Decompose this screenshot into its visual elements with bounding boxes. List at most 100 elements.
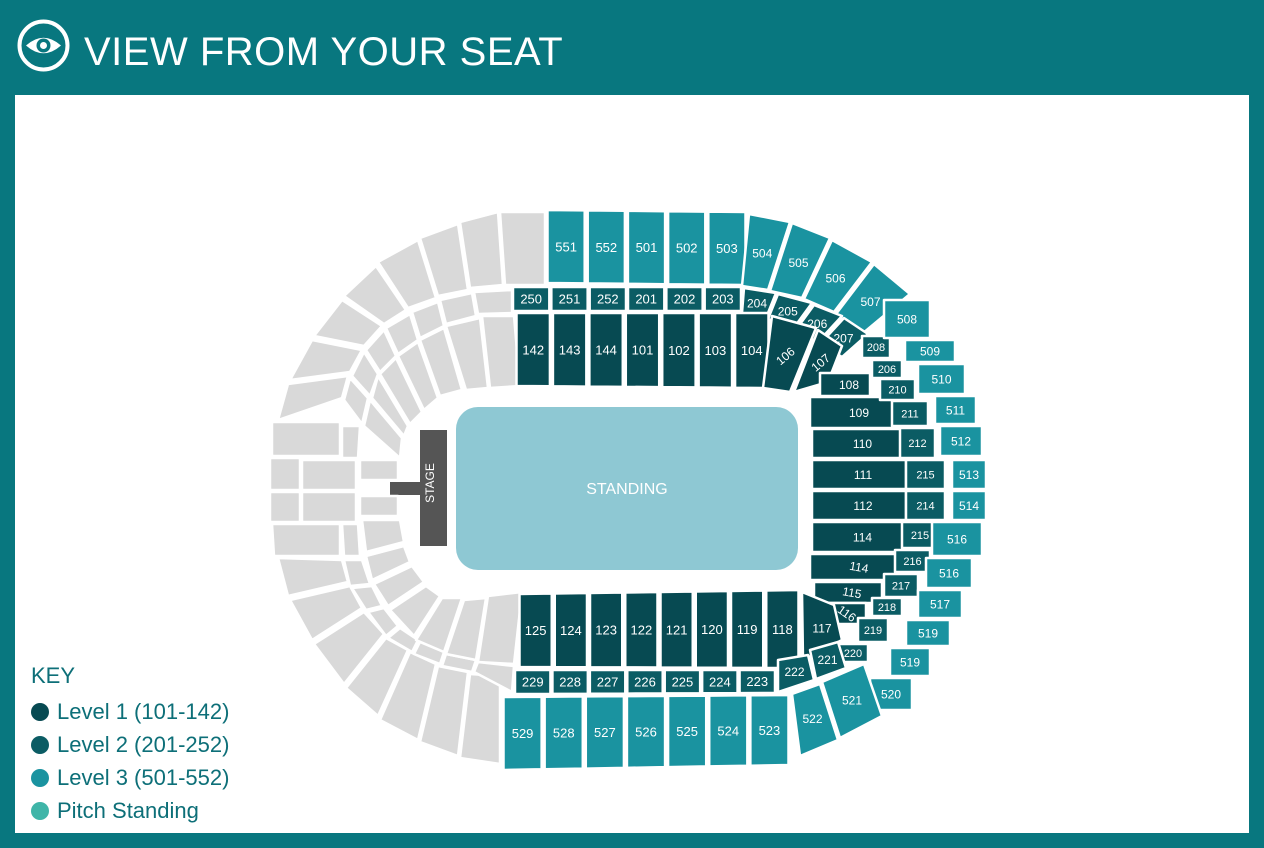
section-221[interactable] (808, 640, 848, 681)
section-516[interactable] (924, 556, 974, 590)
section-512[interactable] (938, 424, 984, 458)
section-528[interactable] (543, 695, 585, 771)
section-223[interactable] (738, 668, 777, 695)
section-222[interactable] (776, 653, 816, 694)
section-521[interactable] (820, 662, 884, 740)
section-label: 215 (911, 530, 929, 542)
unavailable-section (268, 456, 302, 492)
section-label: 251 (559, 292, 581, 307)
section-201[interactable] (626, 285, 666, 313)
section-505[interactable] (768, 221, 832, 300)
section-214[interactable] (904, 489, 947, 522)
section-121[interactable] (659, 590, 694, 669)
section-208[interactable] (860, 334, 892, 360)
key-label: Level 1 (101-142) (57, 698, 230, 724)
section-label: 514 (959, 499, 979, 513)
section-516[interactable] (930, 520, 984, 558)
section-527[interactable] (584, 694, 626, 770)
section-524[interactable] (707, 694, 749, 768)
section-102[interactable] (660, 311, 697, 389)
section-251[interactable] (550, 285, 589, 313)
section-226[interactable] (626, 668, 664, 695)
section-525[interactable] (666, 694, 708, 769)
unavailable-section (300, 490, 358, 524)
unavailable-section (498, 210, 547, 287)
section-227[interactable] (588, 668, 627, 695)
section-label: 527 (594, 725, 616, 740)
section-label: 219 (864, 625, 882, 637)
section-522[interactable] (790, 682, 840, 758)
section-144[interactable] (588, 311, 625, 389)
section-label: 210 (888, 384, 906, 396)
section-511[interactable] (933, 394, 978, 426)
section-526[interactable] (625, 694, 667, 770)
section-519[interactable] (904, 618, 952, 648)
section-label: 201 (635, 292, 657, 307)
unavailable-section (342, 558, 372, 588)
section-519[interactable] (888, 646, 932, 678)
unavailable-section (358, 458, 400, 482)
section-label: 101 (632, 343, 654, 358)
section-label: 250 (520, 292, 542, 307)
section-label: 220 (844, 648, 862, 660)
section-label: 519 (900, 655, 920, 669)
section-502[interactable] (666, 209, 707, 286)
unavailable-section (270, 420, 342, 458)
section-514[interactable] (950, 489, 988, 522)
section-120[interactable] (694, 589, 730, 669)
pitch-standing-area[interactable] (456, 407, 798, 570)
section-123[interactable] (588, 591, 624, 669)
section-label: 526 (635, 724, 657, 739)
section-label: 229 (522, 675, 544, 690)
unavailable-section (438, 291, 478, 326)
section-103[interactable] (697, 311, 734, 389)
section-501[interactable] (626, 209, 667, 286)
section-label: 109 (849, 406, 869, 420)
section-212[interactable] (898, 426, 937, 460)
section-142[interactable] (515, 311, 552, 388)
page-title: VIEW FROM YOUR SEAT (84, 30, 564, 74)
unavailable-section (370, 374, 410, 438)
section-513[interactable] (950, 458, 988, 491)
section-119[interactable] (729, 589, 765, 670)
section-552[interactable] (586, 209, 627, 286)
section-202[interactable] (665, 285, 704, 313)
section-label: 522 (802, 712, 822, 726)
section-517[interactable] (916, 588, 964, 620)
section-218[interactable] (870, 596, 904, 618)
section-551[interactable] (546, 208, 586, 285)
unavailable-section (268, 490, 302, 524)
section-504[interactable] (740, 212, 792, 292)
section-529[interactable] (502, 695, 543, 772)
section-252[interactable] (588, 285, 628, 313)
section-211[interactable] (890, 399, 930, 428)
section-label: 215 (916, 469, 934, 481)
section-509[interactable] (903, 338, 957, 364)
section-label: 218 (878, 602, 896, 614)
section-124[interactable] (553, 591, 589, 669)
unavailable-section (476, 590, 524, 666)
section-143[interactable] (551, 311, 588, 388)
section-215[interactable] (904, 458, 947, 491)
section-228[interactable] (551, 668, 590, 696)
section-label: 224 (709, 674, 731, 689)
section-219[interactable] (856, 616, 890, 644)
section-225[interactable] (663, 668, 702, 695)
section-label: 119 (737, 622, 758, 637)
section-224[interactable] (700, 668, 739, 695)
stage-runway (390, 482, 420, 495)
section-523[interactable] (749, 693, 790, 767)
section-122[interactable] (624, 590, 659, 669)
section-510[interactable] (916, 362, 967, 396)
section-label: 114 (853, 530, 872, 544)
section-250[interactable] (511, 285, 551, 313)
section-508[interactable] (882, 298, 932, 340)
section-106[interactable] (761, 314, 818, 394)
section-label: 227 (597, 675, 619, 690)
section-101[interactable] (624, 311, 661, 389)
section-label: 143 (559, 342, 581, 357)
section-229[interactable] (513, 668, 552, 696)
section-125[interactable] (518, 592, 553, 669)
section-label: 125 (525, 623, 547, 638)
